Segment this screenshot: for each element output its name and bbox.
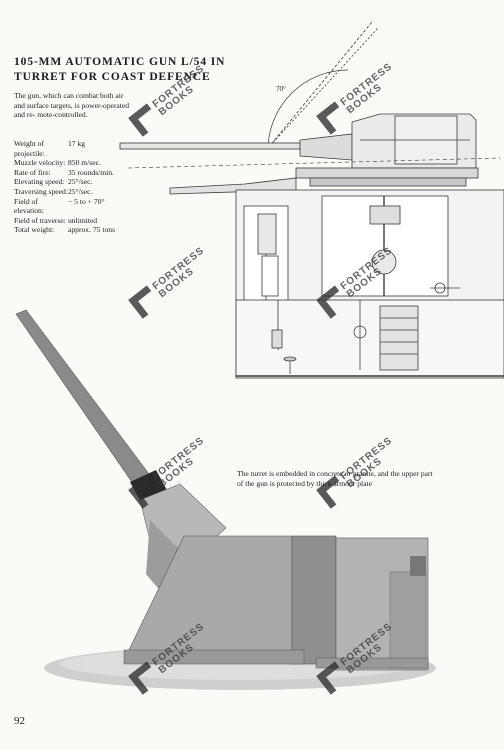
spec-label: Rate of fire: — [14, 167, 51, 177]
spec-row: Traversing speed: 25°/sec. — [14, 187, 126, 197]
spec-row: Elevating speed: 25°/sec. — [14, 177, 126, 187]
spec-value: − 5 to + 70° — [68, 196, 105, 206]
spec-row: Muzzle velocity: 850 m/sec. — [14, 158, 126, 168]
page-number: 92 — [14, 715, 25, 727]
spec-label: Elevating speed: — [14, 177, 65, 187]
spec-value: 17 kg — [68, 139, 86, 148]
spec-label: Field of traverse: — [14, 215, 66, 225]
spec-value: 25°/sec. — [68, 186, 93, 196]
spec-label: Field of elevation: — [14, 196, 44, 216]
spec-label: Weight of projectile: — [14, 139, 45, 158]
spec-value: approx. 75 tons — [68, 225, 116, 235]
spec-row: Weight of projectile: 17 kg — [14, 139, 126, 158]
spec-row: Field of traverse: unlimited — [14, 216, 126, 226]
elevation-angle-label: 70° — [276, 85, 286, 93]
spec-label: Total weight: — [14, 225, 55, 235]
spec-value: 850 m/sec. — [68, 158, 101, 168]
photo-caption: The turret is embedded in concrete or gr… — [237, 469, 433, 488]
spec-row: Field of elevation: − 5 to + 70° — [14, 197, 126, 216]
turret-photograph — [15, 309, 436, 690]
spec-row: Rate of fire: 35 rounds/min. — [14, 168, 126, 178]
spec-value: unlimited — [68, 215, 98, 225]
page-title: 105-MM AUTOMATIC GUN L/54 IN TURRET FOR … — [14, 56, 226, 83]
spec-label: Traversing speed: — [14, 186, 68, 196]
spec-row: Total weight: approx. 75 tons — [14, 225, 126, 235]
spec-value: 35 rounds/min. — [68, 167, 114, 177]
intro-paragraph: The gun, which can combat both air and s… — [14, 91, 130, 120]
specifications-list: Weight of projectile: 17 kg Muzzle veloc… — [14, 139, 126, 235]
spec-value: 25°/sec. — [68, 177, 93, 187]
spec-label: Muzzle velocity: — [14, 158, 66, 168]
